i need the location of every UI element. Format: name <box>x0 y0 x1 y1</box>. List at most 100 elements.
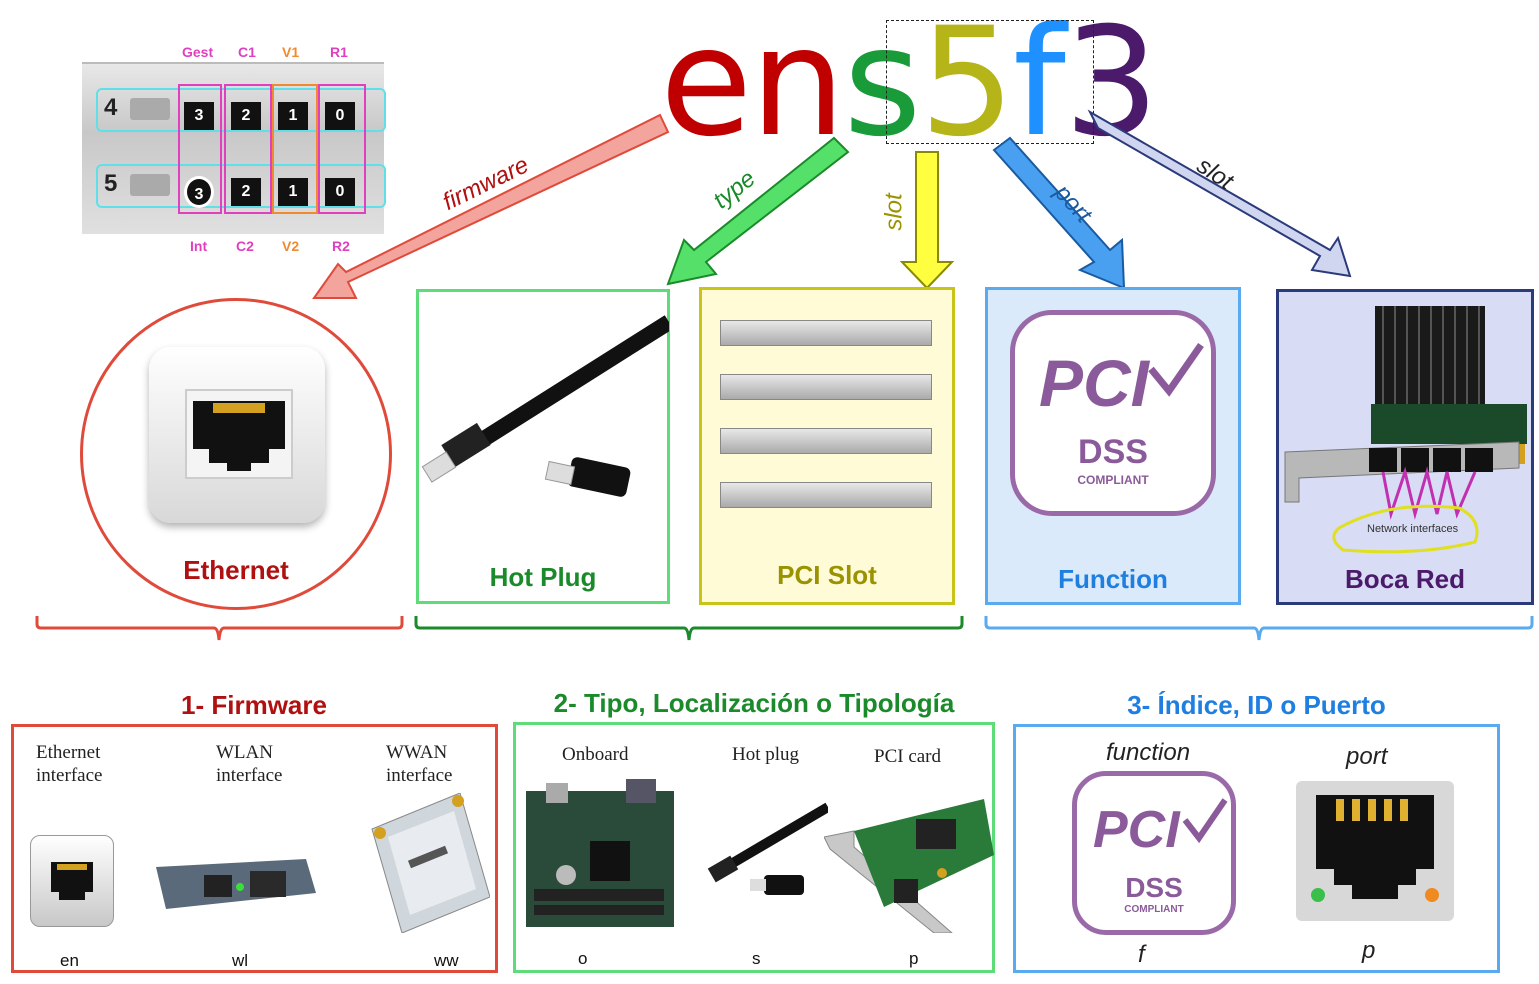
pci-slot <box>720 320 932 346</box>
compliant-text: COMPLIANT <box>1124 904 1184 915</box>
function-label: Function <box>1058 564 1168 594</box>
port: 0 <box>325 102 355 130</box>
dss-text: DSS <box>1078 433 1148 471</box>
section-firmware-box: Ethernet interface WLAN interface WWAN i… <box>11 724 498 973</box>
code-p: p <box>909 949 919 968</box>
braces-layer <box>35 616 1534 641</box>
section-tipo-box: Onboard Hot plug PCI card o s p <box>513 722 995 973</box>
ethernet-circle: Ethernet <box>80 298 392 610</box>
pci-slot <box>720 482 932 508</box>
onboard-label: Onboard <box>562 744 629 765</box>
port-arrow <box>992 136 1126 290</box>
panel-label-r1: R1 <box>330 44 348 60</box>
hot-plug-label-small: Hot plug <box>732 744 800 765</box>
interface-name-title: ens5f3 <box>660 0 1159 170</box>
ethernet-port-icon-large <box>1296 781 1454 921</box>
panel-row-5 <box>96 164 386 208</box>
title-letter-e: e <box>660 0 752 170</box>
wwan-card-image <box>368 792 491 934</box>
section-firmware-title: 1- Firmware <box>181 690 327 720</box>
code-p-italic: p <box>1362 937 1376 964</box>
slot-right-arrow <box>1087 109 1352 278</box>
slot-arrow <box>899 151 955 290</box>
section-indice-box: function port PCI DSS COMPLIANT f p <box>1013 724 1500 973</box>
firmware-arrow <box>312 113 670 299</box>
code-ww: ww <box>434 951 459 970</box>
wwan-interface-label: WWAN interface <box>386 742 453 786</box>
panel-label-r2: R2 <box>332 238 350 254</box>
port: 2 <box>231 178 261 206</box>
panel-label-c2: C2 <box>236 238 254 254</box>
hot-plug-label: Hot Plug <box>489 562 597 592</box>
brace-tipo <box>414 616 964 641</box>
pci-slot <box>720 428 932 454</box>
ethernet-port-icon <box>30 835 114 927</box>
boca-red-label: Boca Red <box>1345 564 1465 594</box>
usb-dongle-image <box>696 801 831 901</box>
pci-card-label: PCI card <box>874 746 942 767</box>
row-number-5: 5 <box>104 170 118 197</box>
socket-frame <box>185 389 293 479</box>
port-column-r <box>318 84 366 214</box>
brace-indice <box>984 616 1534 641</box>
port: 1 <box>278 178 308 206</box>
port-highlighted: 3 <box>184 176 214 208</box>
code-en: en <box>60 951 79 970</box>
type-arrow <box>666 136 850 286</box>
port: 0 <box>325 178 355 206</box>
patch-panel: Gest C1 V1 R1 4 5 3 2 1 0 3 2 1 0 Int C2… <box>82 40 386 254</box>
function-italic-label: function <box>1106 739 1191 766</box>
port-column-gest <box>178 84 222 214</box>
section-indice-title: 3- Índice, ID o Puerto <box>1127 690 1386 720</box>
pci-dss-logo-small: PCI DSS COMPLIANT <box>1072 771 1236 935</box>
function-box: PCI DSS COMPLIANT Function <box>985 287 1241 605</box>
pci-slot-box: PCI Slot <box>699 287 955 605</box>
wlan-interface-label: WLAN interface <box>216 742 283 786</box>
compliant-text: COMPLIANT <box>1077 473 1149 487</box>
hot-plug-box: Hot Plug <box>416 289 670 604</box>
port: 3 <box>184 102 214 130</box>
socket-svg <box>193 401 285 471</box>
network-card-image <box>1284 306 1527 554</box>
ethernet-port-icon <box>149 347 325 523</box>
title-letter-n: n <box>750 0 845 170</box>
wlan-module-image <box>156 853 316 911</box>
panel-label-v2: V2 <box>282 238 300 254</box>
section-tipo-title: 2- Tipo, Localización o Tipología <box>553 688 955 718</box>
panel-label-v1: V1 <box>282 44 300 60</box>
slot-highlight-box <box>886 20 1094 144</box>
blank-port <box>130 98 170 120</box>
code-f: f <box>1138 941 1145 968</box>
port-column-c <box>224 84 272 214</box>
port-column-v <box>272 84 318 214</box>
code-wl: wl <box>232 951 249 970</box>
usb-cable-image <box>421 315 669 497</box>
row-number-4: 4 <box>104 94 118 121</box>
pci-logo-text: PCI <box>1039 346 1150 420</box>
port: 1 <box>278 102 308 130</box>
panel-row-4 <box>96 88 386 132</box>
motherboard-image <box>526 779 678 929</box>
pci-logo-text: PCI <box>1093 801 1180 859</box>
pci-check-icon <box>1145 339 1205 404</box>
panel-label-gest: Gest <box>182 44 214 60</box>
title-letter-s: s <box>843 0 921 170</box>
blank-port <box>130 174 170 196</box>
ethernet-interface-label: Ethernet interface <box>36 742 103 786</box>
pci-network-card-image <box>823 797 994 934</box>
panel-body: 4 5 3 2 1 0 3 2 1 0 <box>82 62 386 234</box>
dss-text: DSS <box>1125 872 1183 903</box>
pci-slot-label: PCI Slot <box>777 560 877 590</box>
title-letter-f: f <box>1012 0 1066 170</box>
code-o: o <box>578 949 588 968</box>
port-italic-label: port <box>1346 743 1388 770</box>
pci-check-icon <box>1181 796 1229 849</box>
title-letter-5: 5 <box>919 0 1015 170</box>
code-s: s <box>752 949 761 968</box>
panel-label-int: Int <box>190 238 208 254</box>
boca-red-box: Network interfaces Boca Red <box>1276 289 1534 605</box>
ethernet-label: Ethernet <box>183 555 289 585</box>
network-interfaces-label: Network interfaces <box>1367 523 1459 535</box>
slot-arrow-label: slot <box>880 193 908 231</box>
